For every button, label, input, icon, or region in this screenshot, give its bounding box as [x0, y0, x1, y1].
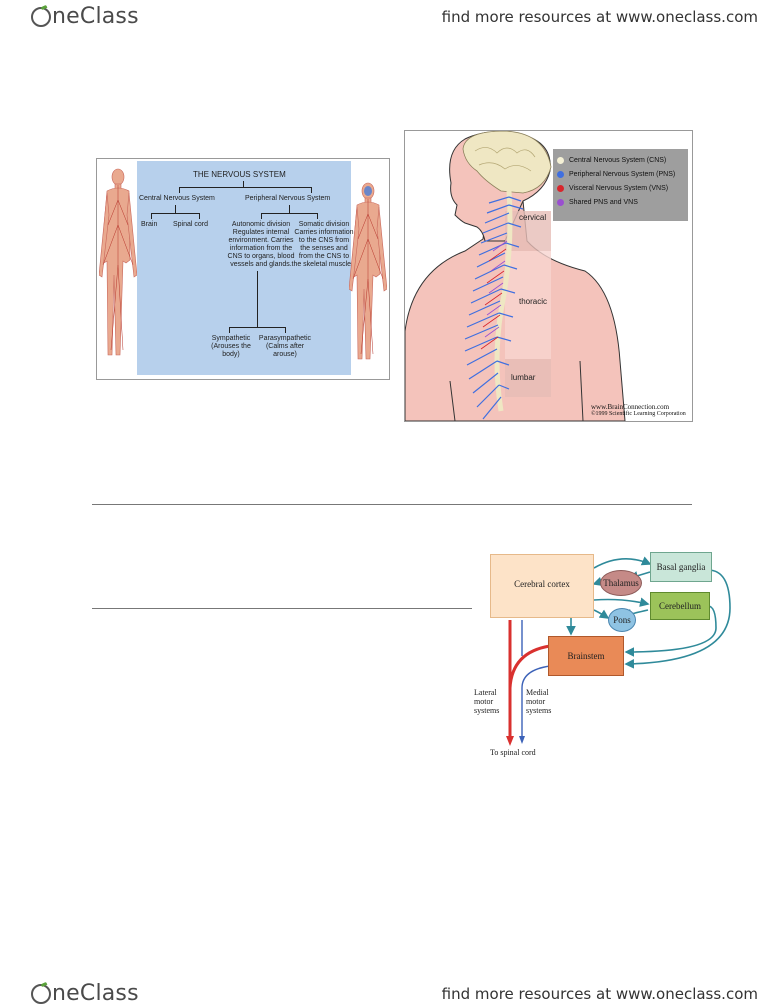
legend-vns-dot	[557, 185, 564, 192]
legend-cns-dot	[557, 157, 564, 164]
cns-label: Central Nervous System	[139, 195, 215, 202]
credit-url: www.BrainConnection.com	[591, 403, 670, 411]
nervous-system-figure: THE NERVOUS SYSTEM Central Nervous Syste…	[96, 158, 390, 380]
oneclass-logo-footer-icon	[31, 984, 51, 1004]
promo-link[interactable]: find more resources at www.oneclass.com	[441, 8, 758, 26]
legend-item-cns: Central Nervous System (CNS)	[557, 157, 666, 164]
torso-illustration	[405, 131, 626, 421]
legend-item-shared: Shared PNS and VNS	[557, 199, 638, 206]
oneclass-logo-icon	[31, 7, 51, 27]
pons-node: Pons	[608, 608, 636, 632]
motor-systems-figure: Cerebral cortex Thalamus Pons Basal gang…	[472, 548, 738, 763]
legend-item-pns: Peripheral Nervous System (PNS)	[557, 171, 675, 178]
pns-label: Peripheral Nervous System	[245, 195, 331, 202]
to-spinal-cord-label: To spinal cord	[490, 748, 536, 757]
region-lumbar: lumbar	[511, 373, 536, 382]
chart-title: THE NERVOUS SYSTEM	[193, 170, 286, 179]
brain-label: Brain	[141, 221, 158, 228]
promo-link-footer[interactable]: find more resources at www.oneclass.com	[441, 985, 758, 1003]
region-thoracic: thoracic	[519, 297, 548, 306]
region-cervical: cervical	[519, 213, 547, 222]
brand-name: neClass	[52, 4, 139, 29]
legend-shared-dot	[557, 199, 564, 206]
divider-partial	[92, 608, 472, 609]
brand-name-footer: neClass	[52, 981, 139, 1006]
oneclass-logo[interactable]: neClass	[31, 6, 139, 28]
legend: Central Nervous System (CNS) Peripheral …	[553, 149, 688, 221]
thalamus-node: Thalamus	[600, 570, 642, 596]
cerebellum-box: Cerebellum	[650, 592, 710, 620]
brainstem-box: Brainstem	[548, 636, 624, 676]
legend-item-vns: Visceral Nervous System (VNS)	[557, 185, 668, 192]
spinal-nerves-figure: Central Nervous System (CNS) Peripheral …	[404, 130, 693, 422]
nervous-system-chart: THE NERVOUS SYSTEM Central Nervous Syste…	[137, 161, 356, 375]
human-figure-left	[99, 168, 137, 356]
basal-ganglia-box: Basal ganglia	[650, 552, 712, 582]
oneclass-logo-footer[interactable]: neClass	[31, 983, 139, 1005]
cerebral-cortex-box: Cerebral cortex	[490, 554, 594, 618]
legend-pns-dot	[557, 171, 564, 178]
divider-full	[92, 504, 692, 505]
human-figure-right	[349, 182, 387, 360]
spinal-cord-label: Spinal cord	[173, 221, 209, 228]
credit-copyright: ©1999 Scientific Learning Corporation	[591, 411, 686, 417]
motor-arrows	[506, 556, 731, 746]
